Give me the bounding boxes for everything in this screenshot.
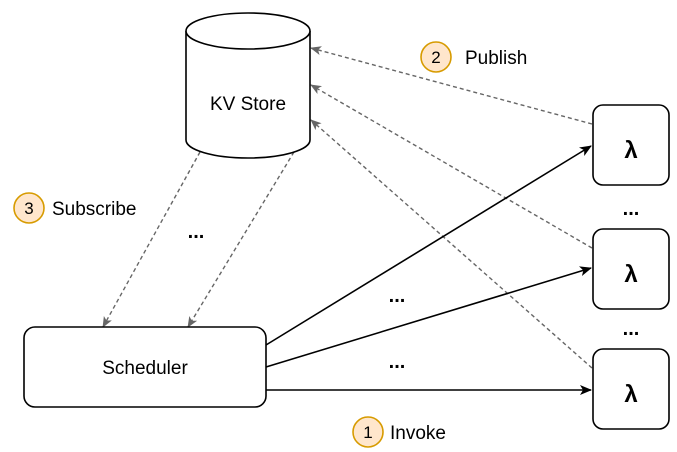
invoke-arrow-top [265,145,592,346]
ellipsis-lambda-gap-top: ... [623,198,640,220]
lambda-node-bottom: λ [592,348,670,430]
step-badge-publish: 2 [420,41,452,73]
publish-arrows [310,46,593,369]
step-number: 3 [24,199,33,218]
scheduler-label: Scheduler [102,358,188,379]
invoke-arrows [265,145,592,395]
subscribe-arrow-left [102,151,201,328]
publish-arrow-middle [310,84,593,249]
step-label-publish: Publish [465,48,527,69]
lambda-node-top: λ [592,104,670,186]
lambda-label: λ [624,381,637,408]
ellipsis-subscribe: ... [188,221,205,243]
step-badge-invoke: 1 [352,416,384,448]
step-number: 1 [363,423,372,442]
step-number: 2 [431,48,440,67]
subscribe-arrow-right [187,151,295,328]
ellipsis-invoke-upper: ... [389,285,406,307]
kv-store-label: KV Store [210,94,286,115]
step-label-invoke: Invoke [390,423,446,444]
ellipsis-invoke-lower: ... [389,351,406,373]
lambda-label: λ [624,261,637,288]
subscribe-arrows [102,151,295,328]
scheduler-node: Scheduler [23,326,267,408]
invoke-arrow-middle [265,266,592,368]
lambda-node-middle: λ [592,228,670,310]
kv-store-node: KV Store [185,12,311,159]
lambda-label: λ [624,137,637,164]
publish-arrow-bottom [310,119,593,369]
ellipsis-lambda-gap-bottom: ... [623,318,640,340]
step-badge-subscribe: 3 [13,192,45,224]
step-label-subscribe: Subscribe [52,199,137,220]
